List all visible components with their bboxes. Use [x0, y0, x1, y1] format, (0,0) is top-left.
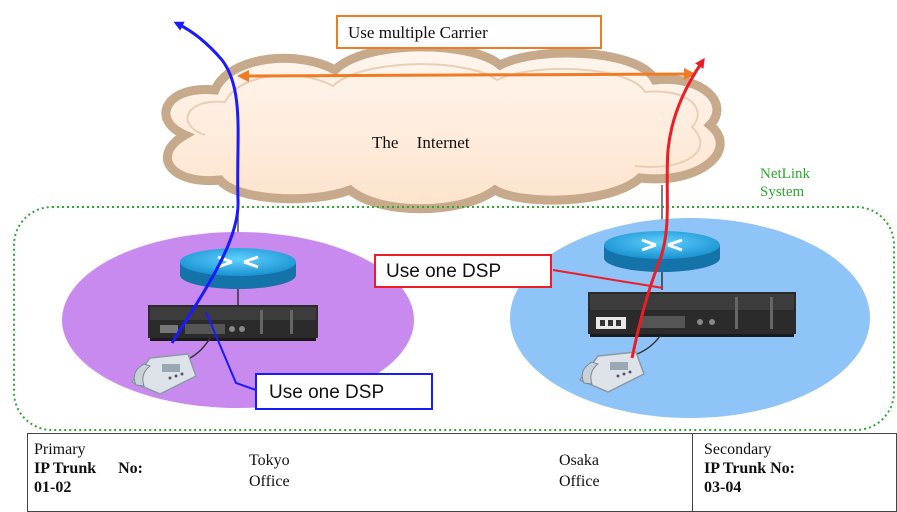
dsp-label-left-box: Use one DSP [255, 373, 433, 410]
primary-ip-trunk-label: IP Trunk [34, 460, 97, 477]
tokyo-office-line1: Tokyo [249, 452, 290, 469]
primary-path-arrow [170, 21, 240, 344]
telephone-icon-right [578, 351, 645, 393]
primary-label: Primary [34, 441, 86, 458]
secondary-ip-trunk-line: IP Trunk No: [704, 460, 795, 477]
secondary-label: Secondary [704, 441, 772, 458]
netlink-label-line1: NetLink [760, 166, 810, 182]
osaka-office-line2: Office [559, 473, 600, 490]
dsp-label-right-box: Use one DSP [374, 254, 552, 288]
internet-label: The Internet [372, 133, 470, 152]
carrier-label: Use multiple Carrier [348, 23, 488, 42]
router-icon-right [604, 231, 720, 272]
primary-ip-trunk-line: IP Trunk No: [34, 459, 231, 478]
carrier-label-box: Use multiple Carrier [336, 15, 602, 49]
primary-trunk-number: 01-02 [34, 479, 72, 496]
internet-cloud [161, 42, 725, 214]
secondary-path-arrow [630, 57, 705, 359]
primary-trunk-cell: Primary IP Trunk No: 01-02 [27, 433, 232, 512]
router-icon-left [180, 248, 296, 289]
pbx-system-icon-left [148, 305, 318, 341]
osaka-office-line1: Osaka [559, 452, 599, 469]
office-cell: Tokyo Office Osaka Office [231, 433, 692, 512]
primary-no-label: No: [118, 460, 143, 477]
pbx-system-icon-right [588, 292, 796, 337]
tokyo-office-line2: Office [249, 473, 290, 490]
dsp-pointer-right [552, 269, 664, 289]
dsp-pointer-left [205, 311, 257, 391]
dsp-label-right: Use one DSP [386, 261, 502, 282]
netlink-label-line2: System [760, 184, 805, 200]
secondary-trunk-number: 03-04 [704, 479, 742, 496]
netlink-system-border [13, 206, 895, 431]
carrier-arrow [237, 68, 696, 82]
secondary-trunk-cell: Secondary IP Trunk No: 03-04 [692, 433, 897, 512]
telephone-icon-left [130, 353, 197, 395]
dsp-label-left: Use one DSP [269, 382, 385, 403]
